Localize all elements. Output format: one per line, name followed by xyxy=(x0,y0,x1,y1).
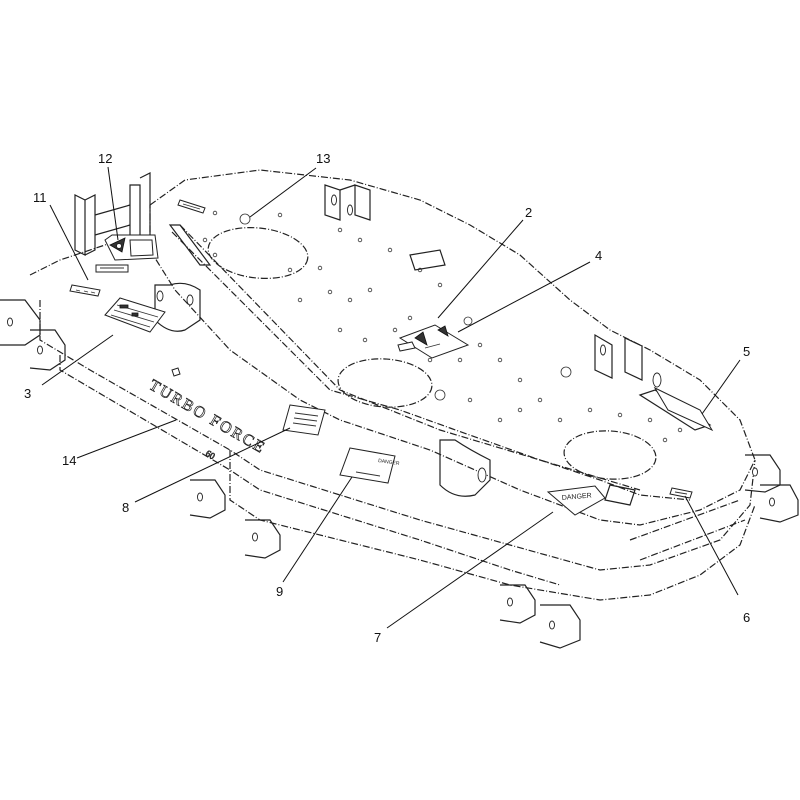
decal-8 xyxy=(282,404,326,436)
callout-14: 14 xyxy=(62,453,76,468)
decal-3 xyxy=(104,297,166,333)
callout-5: 5 xyxy=(743,344,750,359)
decal-7-text: DANGER xyxy=(562,492,592,502)
decal-9-text: DANGER xyxy=(378,458,400,467)
callout-9: 9 xyxy=(276,584,283,599)
brand-size: 60 xyxy=(204,448,217,461)
deck-top-plate xyxy=(149,169,756,526)
callout-2: 2 xyxy=(525,205,532,220)
callout-12: 12 xyxy=(98,151,112,166)
callout-11: 11 xyxy=(33,190,47,205)
callout-numbers: 2 3 4 5 6 7 8 9 11 12 13 14 xyxy=(24,151,750,645)
callout-4: 4 xyxy=(595,248,602,263)
callout-13: 13 xyxy=(316,151,330,166)
decal-5 xyxy=(653,386,714,432)
decal-11 xyxy=(69,284,101,297)
decal-11-b xyxy=(95,264,129,273)
decal-6 xyxy=(669,487,693,499)
callout-8: 8 xyxy=(122,500,129,515)
decal-7-danger: DANGER xyxy=(546,485,606,516)
decal-12 xyxy=(104,234,159,261)
callout-6: 6 xyxy=(743,610,750,625)
callout-7: 7 xyxy=(374,630,381,645)
anti-scalp-brackets xyxy=(0,299,799,649)
leader-lines xyxy=(41,166,741,629)
blade-openings xyxy=(207,226,657,480)
decal-2-4 xyxy=(397,324,470,359)
decal-9-danger: DANGER xyxy=(339,447,400,484)
deck-holes xyxy=(202,210,683,443)
deck-side-skirt xyxy=(29,239,756,601)
decal-13-label xyxy=(177,199,206,214)
brand-text: TURBO FORCE xyxy=(146,377,269,458)
callout-3: 3 xyxy=(24,386,31,401)
